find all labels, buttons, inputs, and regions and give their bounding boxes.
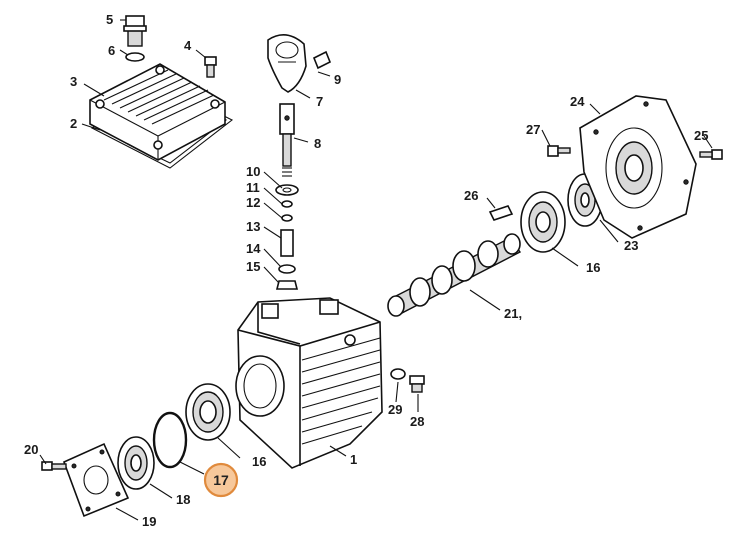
part-28-plug bbox=[409, 375, 425, 393]
part-13-sleeve bbox=[280, 229, 294, 257]
part-1-crankcase bbox=[235, 297, 383, 469]
part-14-seal bbox=[278, 264, 296, 274]
part-29-seal-ring bbox=[390, 368, 406, 380]
part-7-connecting-rod bbox=[267, 34, 307, 93]
part-6-o-ring bbox=[125, 52, 145, 62]
part-9-pin bbox=[312, 50, 332, 70]
part-8-plunger bbox=[279, 103, 295, 177]
part-27-screw bbox=[547, 145, 571, 157]
part-21-crankshaft bbox=[387, 233, 522, 317]
part-19-cover-plate bbox=[62, 442, 130, 518]
callout-5: 5 bbox=[106, 12, 113, 27]
callout-15: 15 bbox=[246, 259, 260, 274]
callout-10: 10 bbox=[246, 164, 260, 179]
leader-lines bbox=[39, 19, 713, 521]
part-16-bearing-left bbox=[185, 383, 231, 441]
callout-28: 28 bbox=[410, 414, 424, 429]
callout-14: 14 bbox=[246, 241, 261, 256]
callout-29: 29 bbox=[388, 402, 402, 417]
callout-20: 20 bbox=[24, 442, 38, 457]
callout-8: 8 bbox=[314, 136, 321, 151]
part-10-washer bbox=[275, 184, 299, 196]
part-16-bearing-right bbox=[520, 191, 566, 253]
part-3-valve-cover bbox=[89, 63, 226, 161]
callout-24: 24 bbox=[570, 94, 585, 109]
callout-1: 1 bbox=[350, 452, 357, 467]
highlight-circle bbox=[203, 462, 239, 498]
callout-26: 26 bbox=[464, 188, 478, 203]
part-20-screw bbox=[41, 461, 67, 471]
part-4-screw bbox=[204, 56, 217, 78]
callout-12: 12 bbox=[246, 195, 260, 210]
part-17-o-ring bbox=[152, 411, 188, 469]
part-24-bearing-housing bbox=[579, 95, 697, 239]
part-12-ring bbox=[281, 214, 293, 222]
callout-2: 2 bbox=[70, 116, 77, 131]
part-15-nut bbox=[275, 280, 299, 290]
part-18-seal-ring bbox=[117, 436, 155, 490]
callout-18: 18 bbox=[176, 492, 190, 507]
callout-21: 21, bbox=[504, 306, 522, 321]
part-11-ring bbox=[281, 200, 293, 208]
part-5-fitting bbox=[123, 15, 147, 47]
callout-7: 7 bbox=[316, 94, 323, 109]
part-26-key bbox=[488, 205, 514, 221]
callout-17-highlight[interactable]: 17 bbox=[203, 462, 239, 498]
callout-3: 3 bbox=[70, 74, 77, 89]
callout-25: 25 bbox=[694, 128, 708, 143]
callout-19: 19 bbox=[142, 514, 156, 529]
callout-27: 27 bbox=[526, 122, 540, 137]
callout-9: 9 bbox=[334, 72, 341, 87]
callout-16-right: 16 bbox=[586, 260, 600, 275]
part-25-screw bbox=[699, 149, 723, 160]
callout-6: 6 bbox=[108, 43, 115, 58]
callout-13: 13 bbox=[246, 219, 260, 234]
callout-23: 23 bbox=[624, 238, 638, 253]
callout-4: 4 bbox=[184, 38, 192, 53]
callout-labels: 5 6 4 3 2 9 7 8 10 11 12 13 14 15 16 18 … bbox=[24, 12, 708, 529]
callout-16-left: 16 bbox=[252, 454, 266, 469]
callout-17: 17 bbox=[213, 472, 229, 488]
callout-11: 11 bbox=[246, 180, 260, 195]
